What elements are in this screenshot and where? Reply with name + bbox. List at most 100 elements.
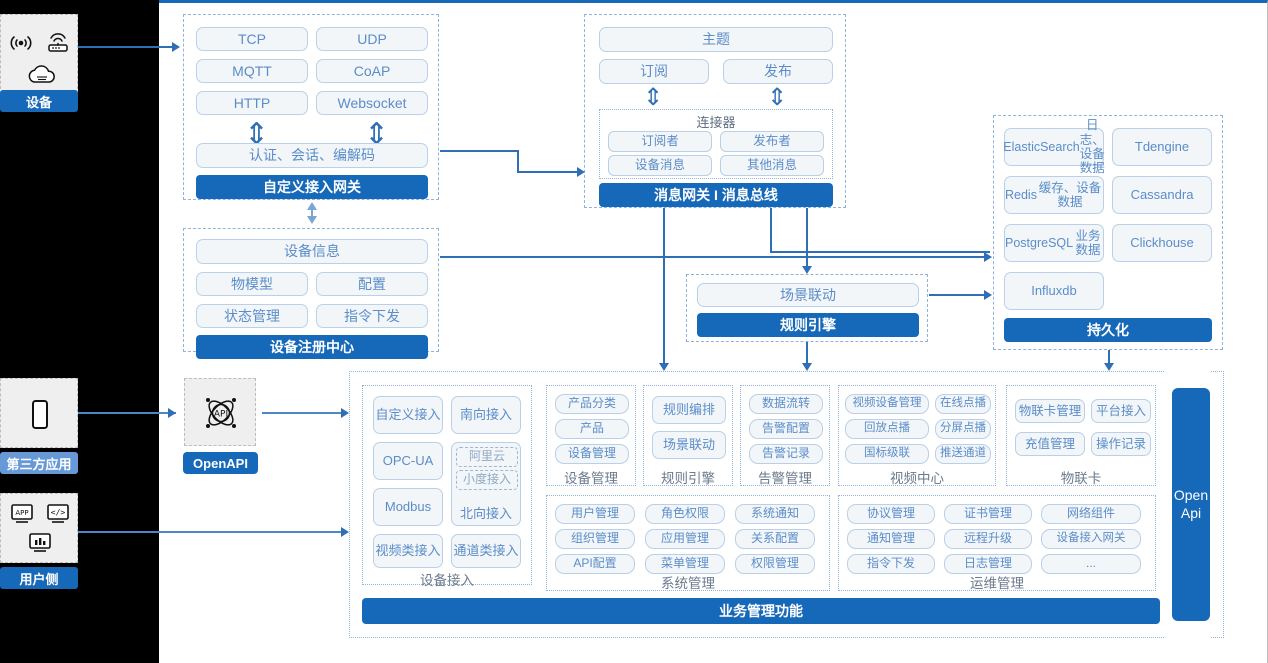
registry-thing-model[interactable]: 物模型 — [196, 272, 308, 296]
om-more[interactable]: ... — [1041, 554, 1141, 574]
registry-device-info[interactable]: 设备信息 — [196, 239, 428, 264]
connector-subscriber[interactable]: 订阅者 — [608, 131, 712, 152]
om-notice-manage[interactable]: 通知管理 — [847, 529, 935, 549]
access-aliyun[interactable]: 阿里云 — [456, 447, 518, 467]
video-center-group: 视频设备管理 在线点播 回放点播 分屏点播 国标级联 推送通道 视频中心 — [838, 385, 996, 486]
am-data-flow[interactable]: 数据流转 — [749, 394, 823, 414]
om-remote-upgrade[interactable]: 远程升级 — [944, 529, 1032, 549]
ic-operation-record[interactable]: 操作记录 — [1091, 432, 1151, 456]
access-xiaodu[interactable]: 小度接入 — [456, 470, 518, 490]
registry-state-manage[interactable]: 状态管理 — [196, 304, 308, 328]
business-bottom-bar[interactable]: 业务管理功能 — [362, 598, 1160, 624]
access-channel[interactable]: 通道类接入 — [451, 534, 521, 568]
business-rule-engine-caption: 规则引擎 — [661, 471, 715, 486]
persistence-elasticsearch[interactable]: ElasticSearch 日志、设备数据 — [1003, 118, 1104, 175]
bus-topic[interactable]: 主题 — [599, 27, 833, 52]
device-access-group: 自定义接入 南向接入 OPC-UA Modbus 阿里云 小度接入 北向接入 视… — [362, 385, 532, 585]
access-modbus[interactable]: Modbus — [373, 488, 443, 526]
om-cert-manage[interactable]: 证书管理 — [944, 504, 1032, 524]
db-name: PostgreSQL — [1005, 235, 1074, 250]
ops-manage-group: 协议管理 证书管理 网络组件 通知管理 远程升级 设备接入网关 指令下发 日志管… — [838, 495, 1156, 591]
alarm-manage-group: 数据流转 告警配置 告警记录 告警管理 — [740, 385, 830, 486]
sm-permission-manage[interactable]: 权限管理 — [735, 554, 815, 574]
connector-other-message[interactable]: 其他消息 — [720, 155, 824, 176]
access-opcua[interactable]: OPC-UA — [373, 442, 443, 480]
om-network-component[interactable]: 网络组件 — [1041, 504, 1141, 524]
device-icon-card — [0, 14, 78, 94]
access-northbound[interactable]: 阿里云 小度接入 北向接入 — [451, 442, 521, 526]
ic-card-manage[interactable]: 物联卡管理 — [1015, 399, 1085, 423]
dm-product[interactable]: 产品 — [555, 419, 629, 439]
om-log-manage[interactable]: 日志管理 — [944, 554, 1032, 574]
am-alarm-record[interactable]: 告警记录 — [749, 444, 823, 464]
bus-subscribe[interactable]: 订阅 — [599, 59, 709, 84]
bus-publish[interactable]: 发布 — [723, 59, 833, 84]
connector-device-message[interactable]: 设备消息 — [608, 155, 712, 176]
access-southbound[interactable]: 南向接入 — [451, 396, 521, 434]
vc-push-channel[interactable]: 推送通道 — [935, 444, 991, 464]
db-name: Redis — [1005, 187, 1037, 202]
rule-engine-bar[interactable]: 规则引擎 — [697, 313, 919, 337]
sm-menu-manage[interactable]: 菜单管理 — [645, 554, 725, 574]
gateway-registry-arrow-down — [307, 216, 317, 224]
persistence-group: ElasticSearch 日志、设备数据 Tdengine Redis 缓存、… — [993, 115, 1223, 350]
om-device-access-gateway[interactable]: 设备接入网关 — [1041, 529, 1141, 549]
vc-online-vod[interactable]: 在线点播 — [935, 394, 991, 414]
sm-api-config[interactable]: API配置 — [555, 554, 635, 574]
om-protocol-manage[interactable]: 协议管理 — [847, 504, 935, 524]
dm-product-category[interactable]: 产品分类 — [555, 394, 629, 414]
ic-platform-access[interactable]: 平台接入 — [1091, 399, 1151, 423]
rule-scene-linkage[interactable]: 场景联动 — [697, 283, 919, 307]
sm-user-manage[interactable]: 用户管理 — [555, 504, 635, 524]
open-api-vertical-bar[interactable]: Open Api — [1172, 388, 1210, 621]
sm-system-notice[interactable]: 系统通知 — [735, 504, 815, 524]
persistence-tdengine[interactable]: Tdengine — [1112, 128, 1212, 166]
video-center-caption: 视频中心 — [890, 471, 944, 486]
protocol-coap[interactable]: CoAP — [316, 59, 428, 83]
sm-role-permission[interactable]: 角色权限 — [645, 504, 725, 524]
vc-playback-vod[interactable]: 回放点播 — [845, 419, 929, 439]
protocol-tcp[interactable]: TCP — [196, 27, 308, 51]
vc-video-device-manage[interactable]: 视频设备管理 — [845, 394, 929, 414]
vc-gb-cascade[interactable]: 国标级联 — [845, 444, 929, 464]
conn-bus-rule-v — [806, 208, 808, 268]
om-command-issue[interactable]: 指令下发 — [847, 554, 935, 574]
sm-app-manage[interactable]: 应用管理 — [645, 529, 725, 549]
device-manage-group: 产品分类 产品 设备管理 设备管理 — [546, 385, 636, 486]
dm-device-manage[interactable]: 设备管理 — [555, 444, 629, 464]
access-custom[interactable]: 自定义接入 — [373, 396, 443, 434]
persistence-influxdb[interactable]: Influxdb — [1004, 272, 1104, 310]
vc-split-screen-vod[interactable]: 分屏点播 — [935, 419, 991, 439]
registry-command-issue[interactable]: 指令下发 — [316, 304, 428, 328]
re-scene-linkage[interactable]: 场景联动 — [652, 431, 726, 459]
ic-recharge-manage[interactable]: 充值管理 — [1015, 432, 1085, 456]
conn-bus-business-v — [663, 208, 665, 365]
iot-card-caption: 物联卡 — [1060, 471, 1102, 486]
protocol-udp[interactable]: UDP — [316, 27, 428, 51]
conn-gw-bus-v — [517, 150, 519, 172]
access-video[interactable]: 视频类接入 — [373, 534, 443, 568]
sm-relation-config[interactable]: 关系配置 — [735, 529, 815, 549]
re-rule-orchestration[interactable]: 规则编排 — [652, 396, 726, 424]
persistence-postgresql[interactable]: PostgreSQL 业务数据 — [1004, 224, 1104, 262]
message-bus-bar[interactable]: 消息网关 I 消息总线 — [599, 183, 833, 207]
am-alarm-config[interactable]: 告警配置 — [749, 419, 823, 439]
persistence-redis[interactable]: Redis 缓存、设备数据 — [1004, 176, 1104, 214]
persistence-clickhouse[interactable]: Clickhouse — [1112, 224, 1212, 262]
connector-publisher[interactable]: 发布者 — [720, 131, 824, 152]
persistence-bar[interactable]: 持久化 — [1004, 318, 1212, 342]
sm-org-manage[interactable]: 组织管理 — [555, 529, 635, 549]
conn-gw-bus-h2 — [517, 171, 582, 173]
protocol-mqtt[interactable]: MQTT — [196, 59, 308, 83]
conn-rule-persistence-arrow — [984, 290, 992, 300]
protocol-http[interactable]: HTTP — [196, 91, 308, 115]
gateway-bar[interactable]: 自定义接入网关 — [196, 175, 428, 199]
conn-bus-business-arrow — [659, 363, 669, 371]
gateway-auth-session-codec[interactable]: 认证、会话、编解码 — [196, 143, 428, 168]
gateway-registry-link — [311, 204, 313, 222]
conn-persistence-business-arrow — [1104, 363, 1114, 371]
registry-config[interactable]: 配置 — [316, 272, 428, 296]
registry-bar[interactable]: 设备注册中心 — [196, 335, 428, 359]
protocol-websocket[interactable]: Websocket — [316, 91, 428, 115]
persistence-cassandra[interactable]: Cassandra — [1112, 176, 1212, 214]
